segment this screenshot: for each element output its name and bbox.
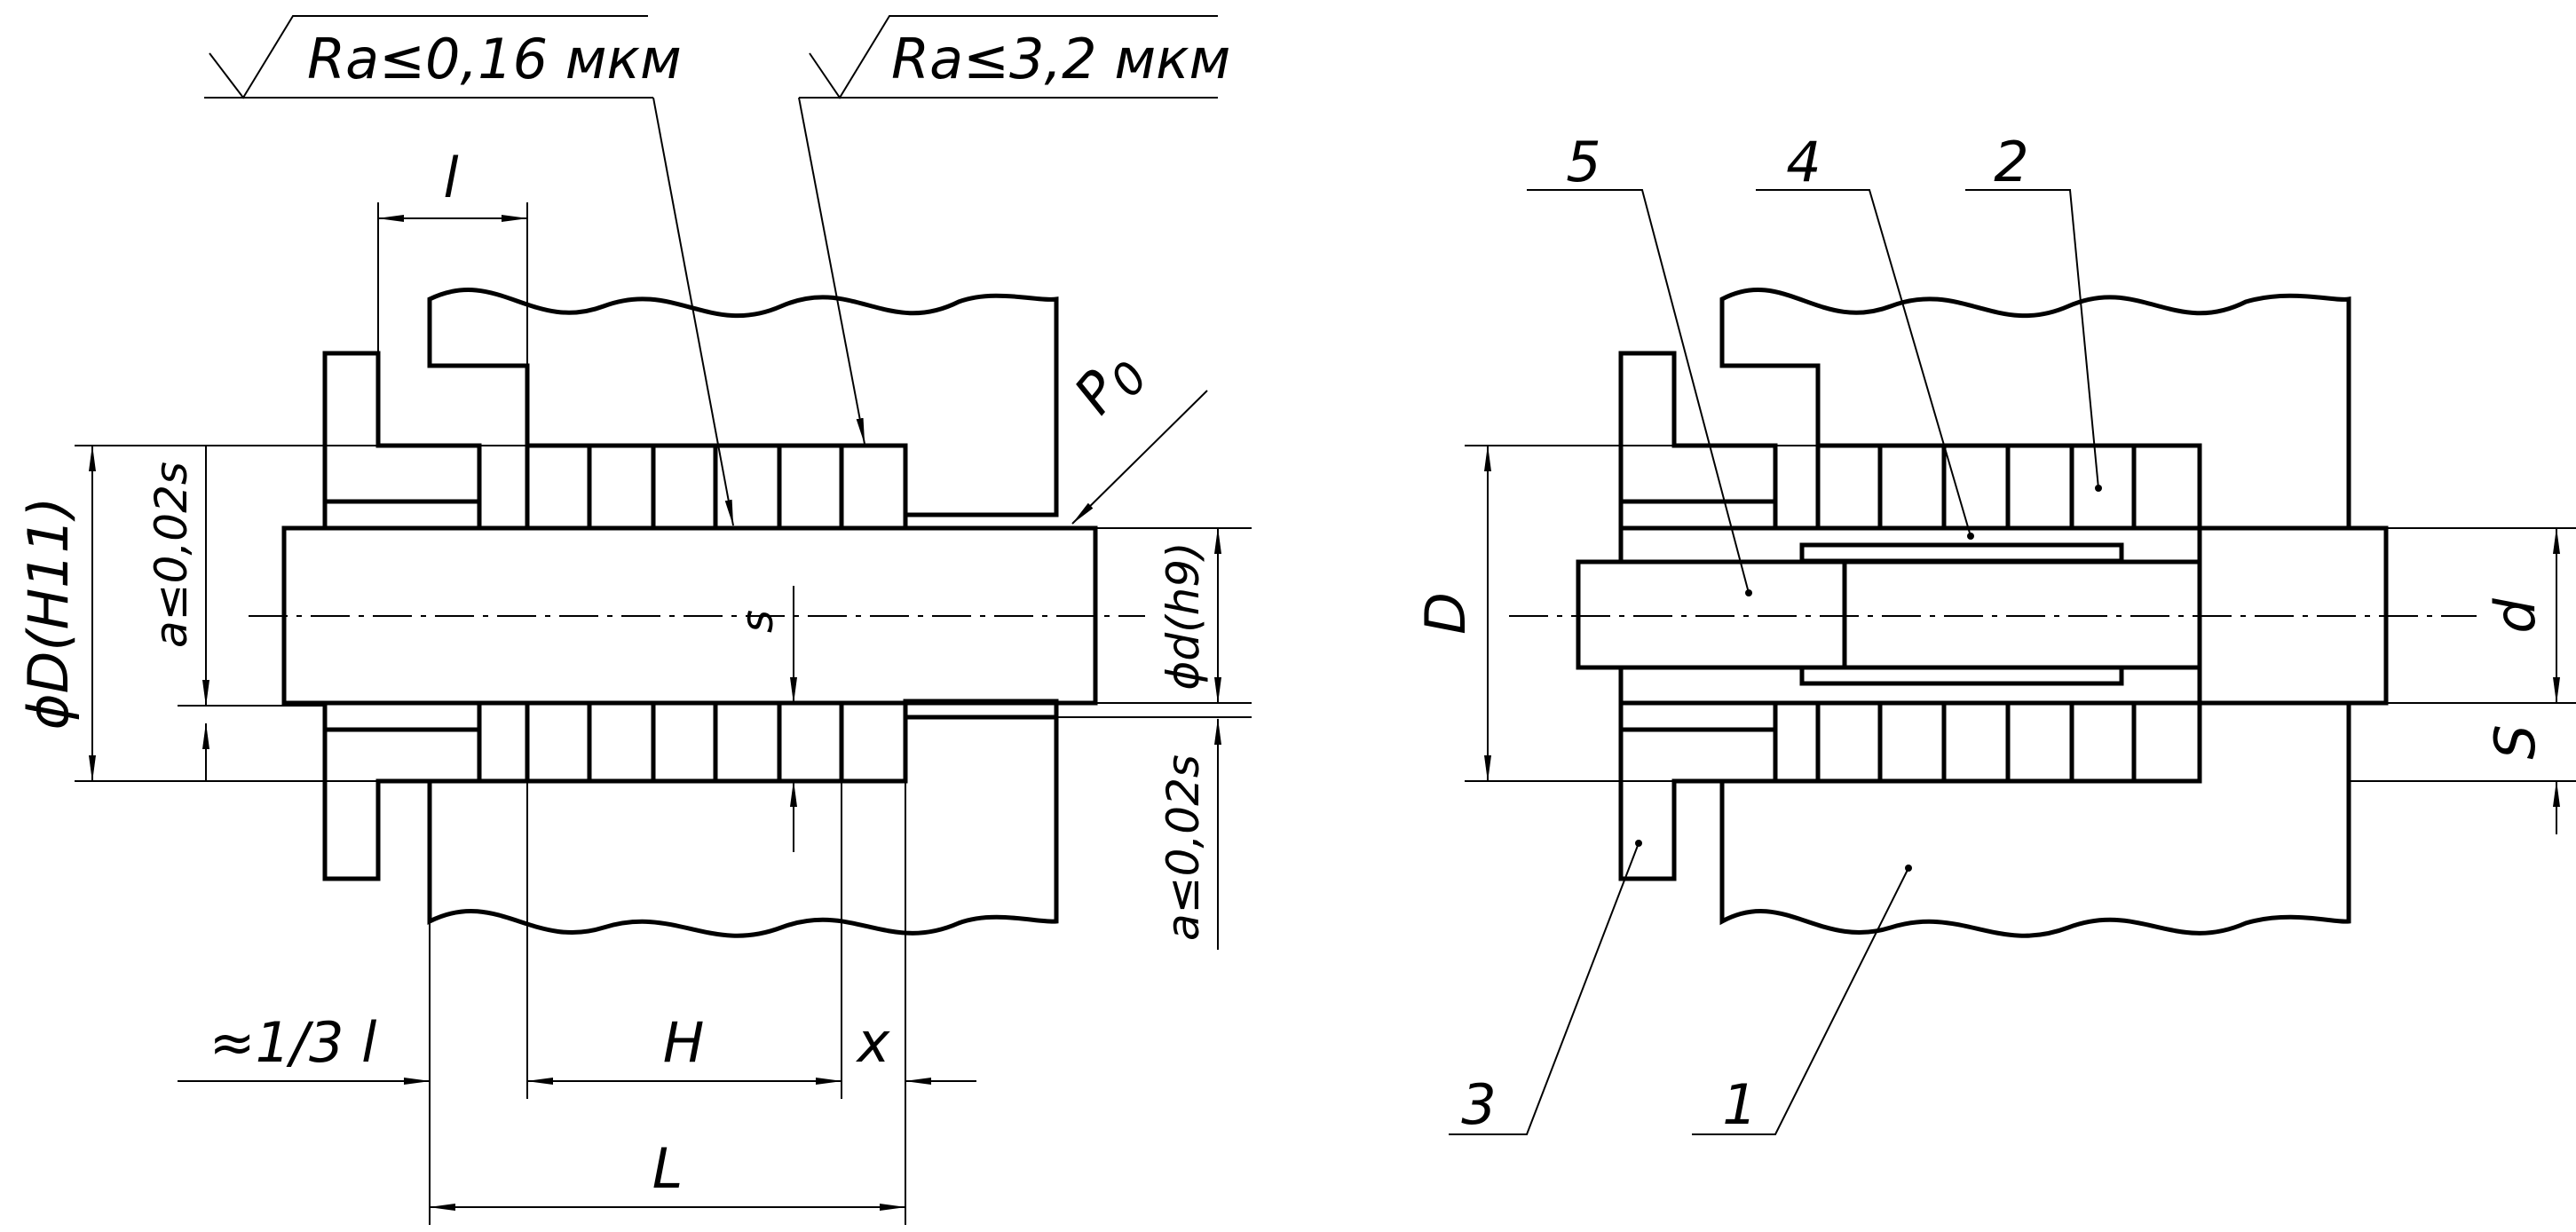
label-dim-S-right: S [2483, 724, 2548, 759]
dim-a-right: a≤0,02s [1056, 716, 1252, 950]
label-pos-4: 4 [1786, 130, 1821, 194]
label-dim-D-right: D [1413, 592, 1478, 635]
packing-rings-upper-right [1815, 443, 2202, 531]
label-dim-L: L [652, 1136, 684, 1201]
housing-upper [427, 288, 1059, 517]
label-dim-a-right: a≤0,02s [1158, 754, 1209, 941]
label-dim-p0: P0 [1062, 337, 1158, 432]
dim-d-right: d S [2349, 527, 2576, 834]
packing-rings-lower-right [1815, 700, 2202, 784]
label-roughness-1: Ra≤0,16 мкм [307, 27, 682, 91]
dim-D-left: ϕD(H11) [16, 445, 527, 782]
label-dim-a-left: a≤0,02s [146, 462, 197, 648]
gland-flange-upper-right [1618, 351, 1778, 504]
roughness-callout-1: Ra≤0,16 мкм [204, 15, 734, 526]
dim-d-left: ϕd(h9) [1095, 527, 1252, 704]
leader-2: 2 [1965, 130, 2102, 492]
label-dim-s: s [731, 610, 783, 633]
housing-lower-right [1719, 700, 2351, 938]
right-view: D d S 5 4 2 [1413, 130, 2576, 1137]
dim-D-right: D [1413, 445, 1818, 782]
packing-rings-lower [525, 700, 908, 784]
label-pos-2: 2 [1994, 130, 2028, 194]
label-dim-H: H [663, 1010, 705, 1075]
label-dim-d-left: ϕd(h9) [1158, 541, 1209, 690]
label-pos-1: 1 [1722, 1072, 1757, 1137]
label-dim-third: ≈1/3 l [209, 1010, 377, 1075]
leader-4: 4 [1756, 130, 1974, 540]
roughness-callout-2: Ra≤3,2 мкм [798, 15, 1230, 445]
label-dim-l: l [443, 146, 458, 210]
dim-bottom: ≈1/3 l H x L [178, 781, 976, 1225]
dim-a-left: a≤0,02s [146, 446, 325, 781]
shaft-small [1576, 559, 1847, 670]
label-pos-5: 5 [1566, 130, 1600, 194]
leader-1: 1 [1692, 865, 1912, 1137]
label-roughness-2: Ra≤3,2 мкм [891, 27, 1230, 91]
label-dim-x: x [856, 1010, 891, 1075]
leader-5: 5 [1527, 130, 1752, 596]
dim-l: l [377, 146, 528, 446]
label-pos-3: 3 [1461, 1072, 1496, 1137]
packing-rings-upper [525, 443, 908, 531]
left-view: ϕD(H11) a≤0,02s ϕd(h9) a≤0,02s s [16, 15, 1252, 1225]
gland-bore-upper [322, 499, 482, 531]
pressure-arrow: P0 [1062, 337, 1208, 525]
gland-bore-lower [322, 700, 482, 732]
label-dim-d-right: d [2483, 598, 2548, 634]
housing-upper-right [1719, 288, 2351, 531]
dim-s: s [731, 586, 797, 852]
label-dim-D: ϕD(H11) [16, 497, 81, 731]
gland-flange-upper [322, 351, 482, 504]
housing-lower [427, 699, 1059, 938]
leader-3: 3 [1449, 840, 1642, 1137]
